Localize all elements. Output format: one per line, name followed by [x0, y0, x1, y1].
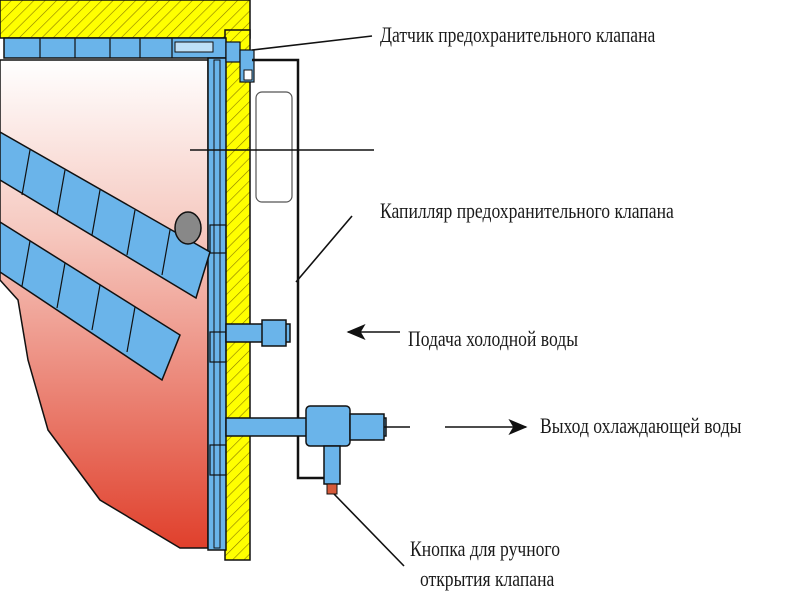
- leader-lines: [190, 35, 528, 567]
- coolant-outlet-pipe: [225, 405, 387, 495]
- insulation: [0, 0, 251, 561]
- inspection-port: [174, 211, 202, 245]
- heat-exchanger-tube-upper: [0, 131, 211, 300]
- label-capillary: Капилляр предохранительного клапана: [380, 199, 674, 223]
- label-cold-supply: Подача холодной воды: [408, 327, 578, 351]
- heat-exchanger-tube-lower: [0, 221, 181, 382]
- cold-water-supply-pipe: [225, 319, 291, 347]
- label-manual-button-line2: открытия клапана: [420, 567, 554, 591]
- label-manual-button-line1: Кнопка для ручного: [410, 537, 560, 561]
- valve-housing: [255, 91, 293, 203]
- capillary-tube: [252, 58, 328, 480]
- safety-valve-sensor: [225, 41, 255, 83]
- label-coolant-out: Выход охлаждающей воды: [540, 414, 741, 438]
- side-water-jacket: [207, 57, 227, 551]
- top-water-jacket: [3, 37, 227, 59]
- label-sensor: Датчик предохранительного клапана: [380, 23, 655, 47]
